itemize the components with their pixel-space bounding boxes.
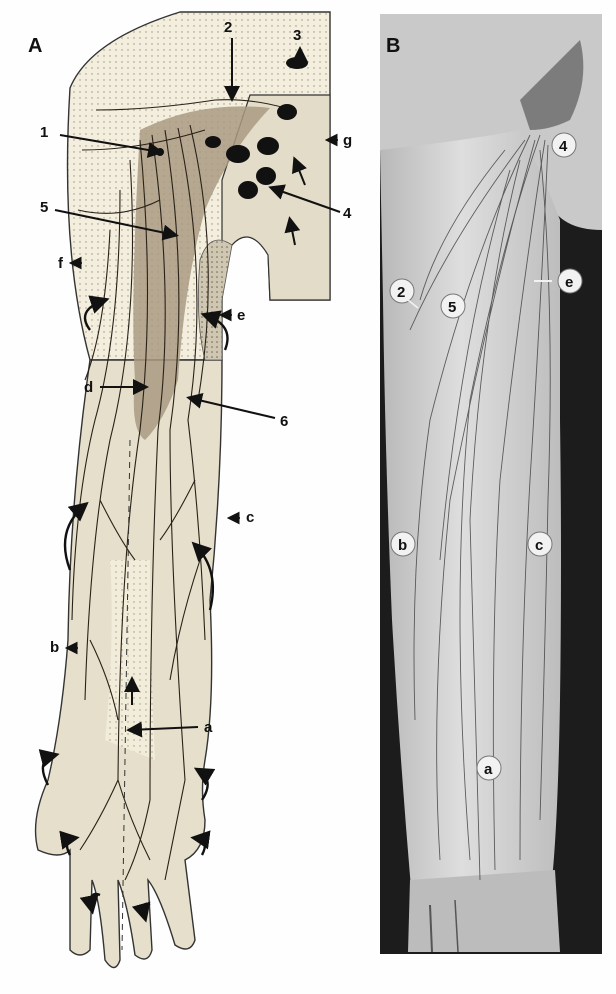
panel-b-label-c: c <box>535 537 543 554</box>
panel-b-label-4: 4 <box>559 138 568 155</box>
panel-b-label-b: b <box>398 537 407 554</box>
panel-b-label-5: 5 <box>448 299 456 316</box>
panel-b-label-e: e <box>565 274 573 291</box>
panel-b-label-2: 2 <box>397 284 405 301</box>
panel-b-label-a: a <box>484 761 493 778</box>
panel-b-title: B <box>386 35 400 57</box>
